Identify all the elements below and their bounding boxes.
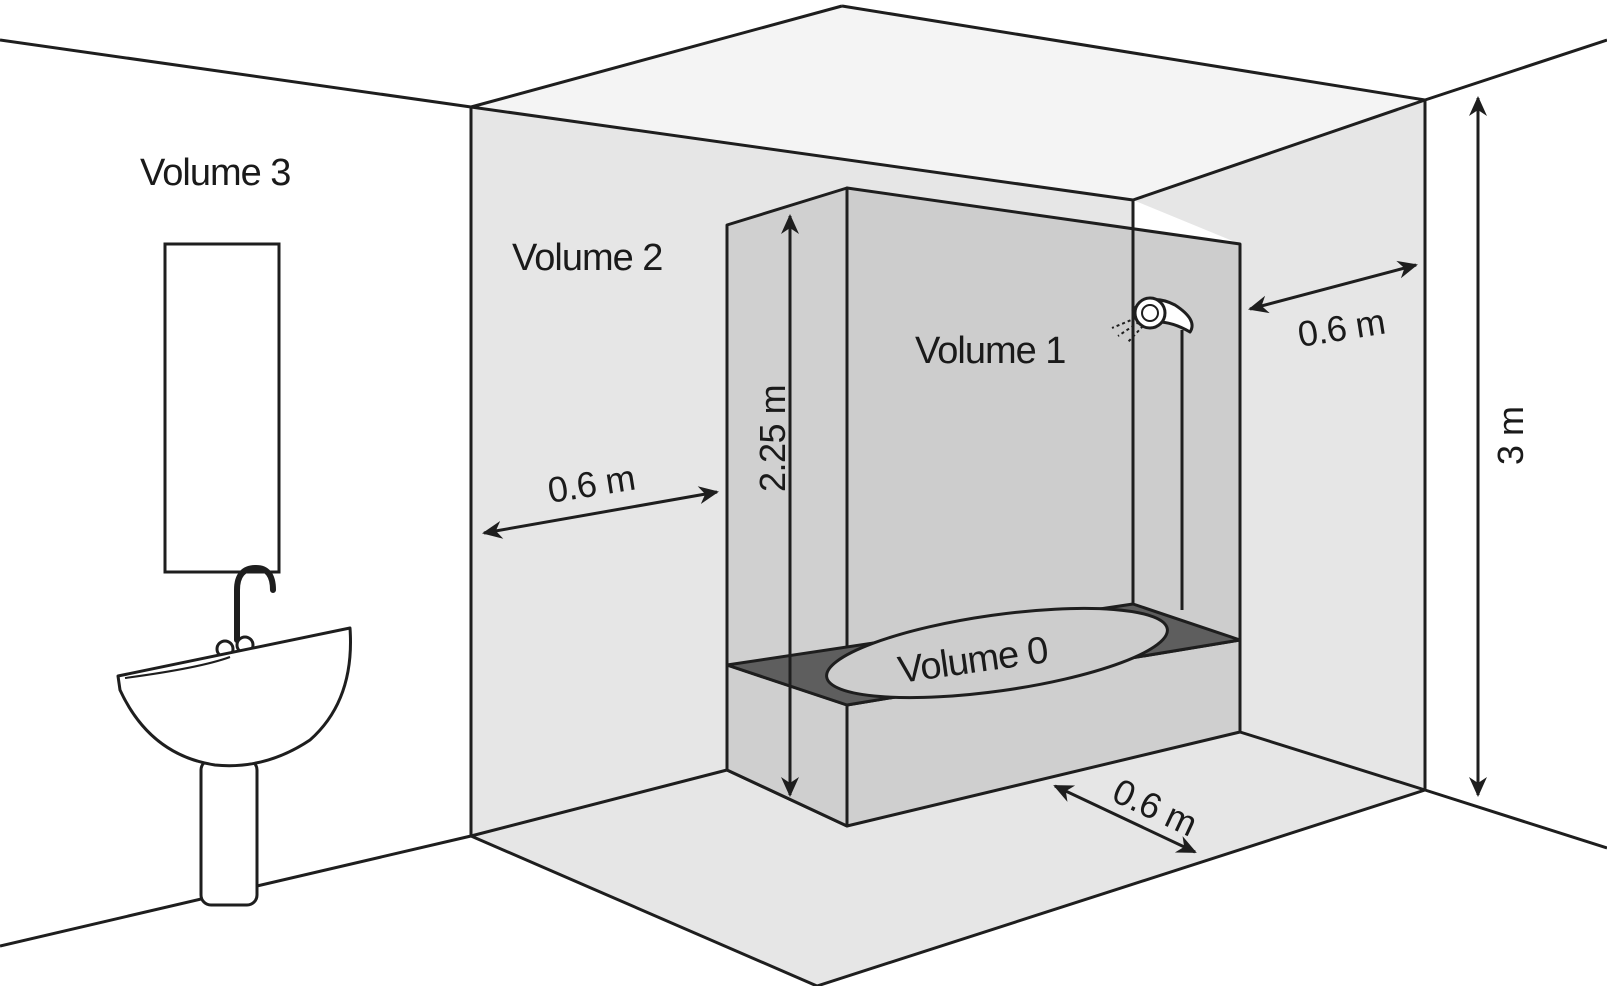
ceiling — [471, 6, 1425, 200]
washbasin — [116, 242, 352, 907]
bath-basin — [825, 606, 1169, 700]
volume1-label: Volume 1 — [915, 330, 1065, 372]
zone0-bath — [725, 602, 1242, 707]
left-clearance-arrow — [482, 486, 719, 539]
volume2-label: Volume 2 — [512, 237, 662, 279]
mirror — [163, 242, 281, 574]
right-clearance-arrow — [1248, 260, 1418, 314]
volume3-label: Volume 3 — [140, 152, 290, 194]
zone1-box — [725, 186, 1242, 828]
shower-head-icon — [1111, 296, 1194, 610]
tap-icon — [234, 564, 276, 643]
room-height-label: 3 m — [1490, 406, 1531, 465]
dimension-arrows — [482, 96, 1487, 854]
basin-bowl — [116, 626, 352, 768]
zone1-height-label: 2.25 m — [752, 385, 793, 492]
front-clearance-arrow — [1053, 784, 1197, 854]
pedestal — [199, 758, 259, 907]
